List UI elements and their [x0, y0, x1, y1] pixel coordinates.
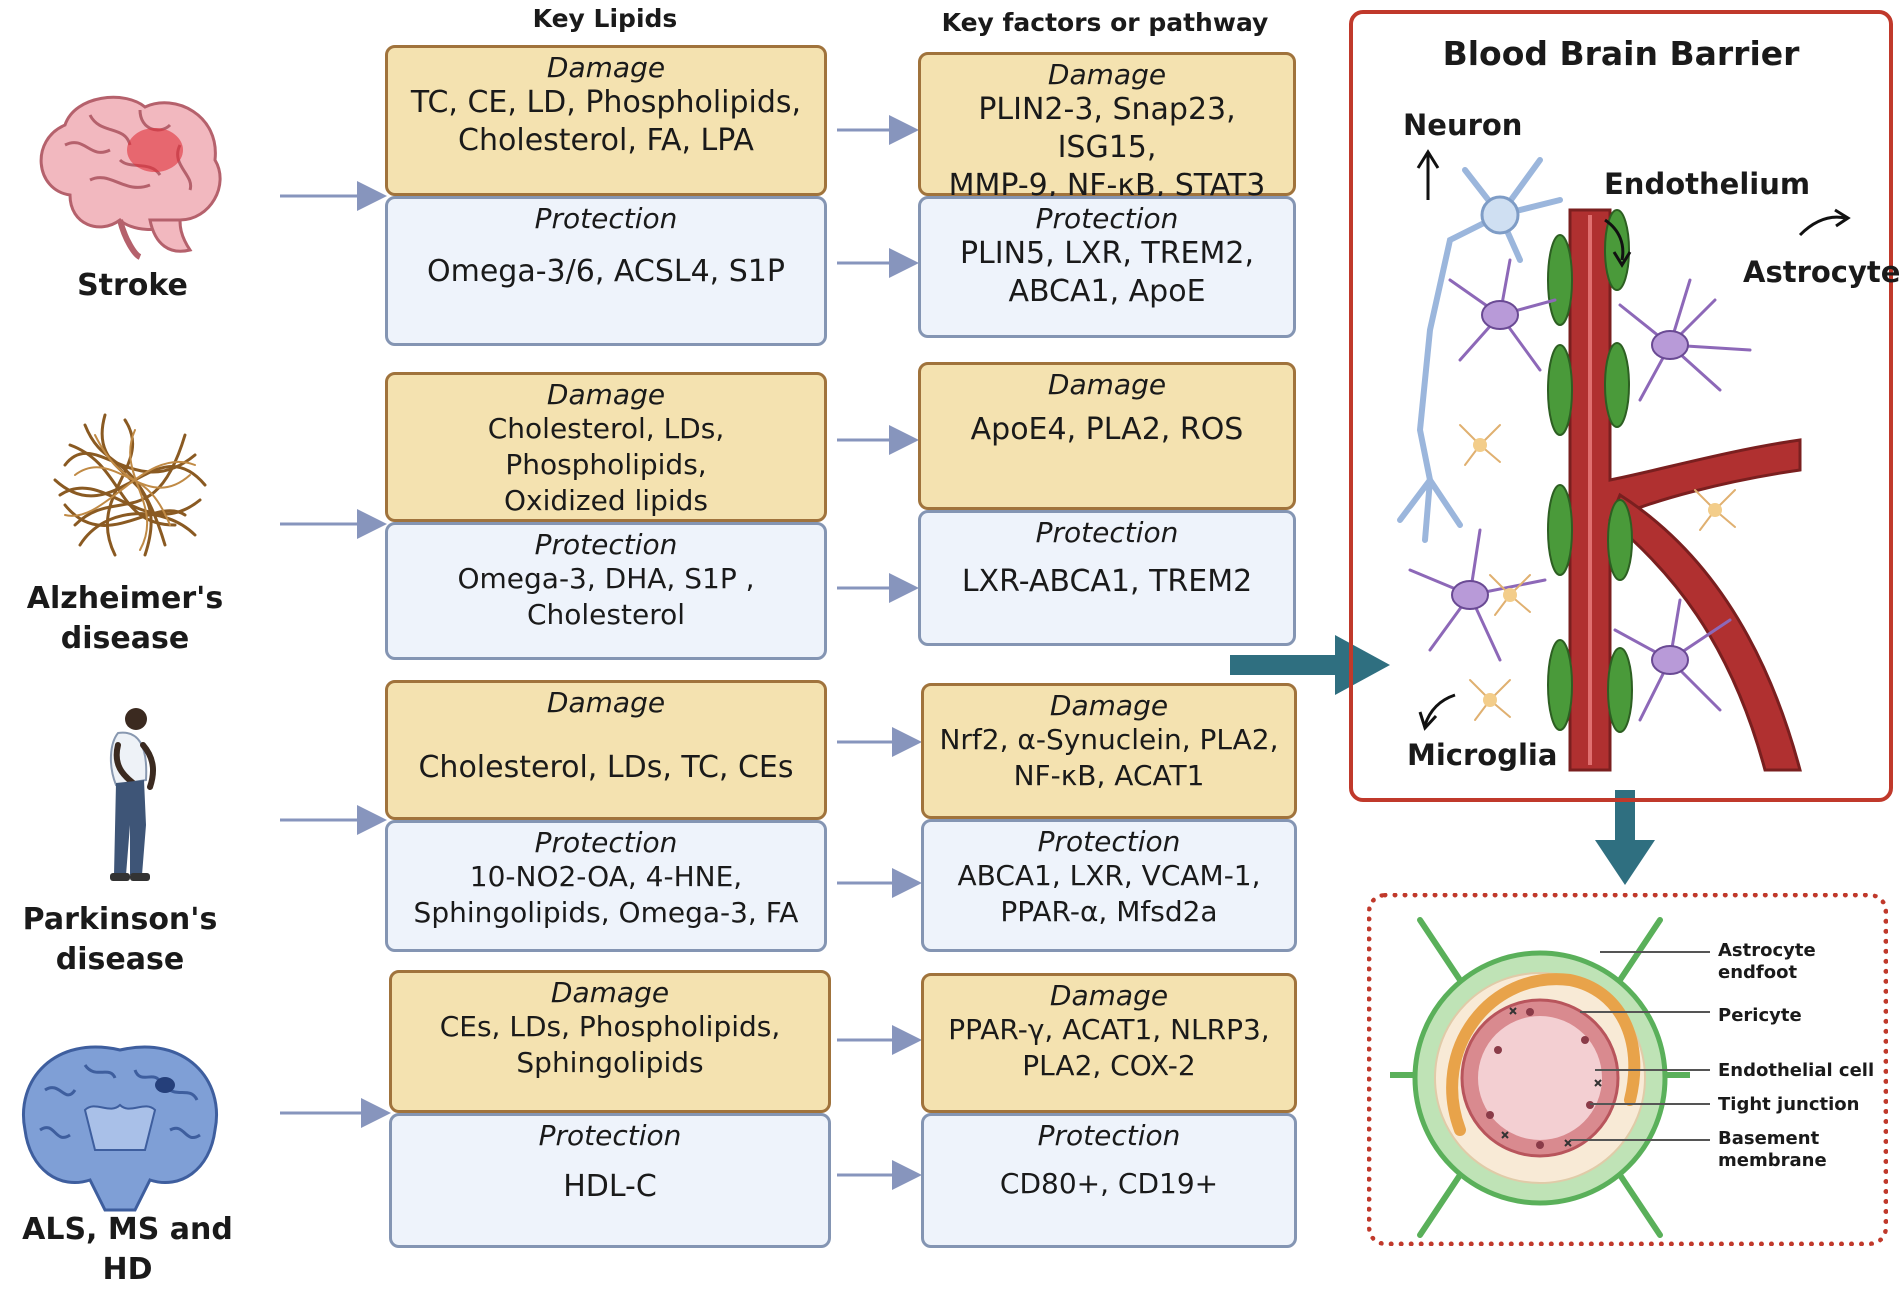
box-text: 10-NO2-OA, 4-HNE, Sphingolipids, Omega-3…: [413, 860, 799, 929]
box-heading: Protection: [1035, 516, 1179, 549]
big-arrow-down: [1595, 790, 1655, 885]
cs-label-pericyte: Pericyte: [1718, 1005, 1802, 1026]
bbb-illustration: [1397, 149, 1851, 772]
bbb-label-neuron: Neuron: [1403, 108, 1523, 142]
box-text: ApoE4, PLA2, ROS: [970, 412, 1244, 447]
box-text: Cholesterol, LDs, TC, CEs: [418, 750, 794, 785]
box-text: CEs, LDs, Phospholipids, Sphingolipids: [439, 1010, 781, 1079]
disease-label-parkinsons: Parkinson's disease: [22, 902, 218, 977]
box-text: HDL-C: [563, 1169, 657, 1204]
box-heading: Damage: [546, 378, 666, 411]
box-heading: Damage: [1049, 689, 1169, 722]
cs-label-tight-junction: Tight junction: [1718, 1094, 1860, 1115]
stroke-lipids-protection-box: Protection Omega-3/6, ACSL4, S1P: [385, 196, 827, 346]
parkinsons-factors-damage-box: Damage Nrf2, α-Synuclein, PLA2, NF-κB, A…: [921, 683, 1297, 819]
cs-label-astrocyte-endfoot: Astrocyte endfoot: [1718, 940, 1816, 983]
box-heading: Damage: [546, 51, 666, 84]
box-text: PLIN5, LXR, TREM2, ABCA1, ApoE: [959, 236, 1255, 309]
box-text: Cholesterol, LDs, Phospholipids, Oxidize…: [487, 412, 725, 517]
box-heading: Damage: [1049, 979, 1169, 1012]
parkinsons-lipids-protection-box: Protection 10-NO2-OA, 4-HNE, Sphingolipi…: [385, 820, 827, 952]
stroke-lipids-damage-box: Damage TC, CE, LD, Phospholipids, Choles…: [385, 45, 827, 196]
box-text: PPAR-γ, ACAT1, NLRP3, PLA2, COX-2: [948, 1013, 1270, 1082]
cross-section-leaders: [1570, 951, 1710, 1141]
bbb-label-endothelium: Endothelium: [1604, 167, 1811, 201]
box-heading: Damage: [1047, 368, 1167, 401]
box-heading: Damage: [546, 686, 666, 719]
box-heading: Protection: [534, 202, 678, 235]
bbb-label-microglia: Microglia: [1407, 738, 1558, 772]
stroke-factors-protection-box: Protection PLIN5, LXR, TREM2, ABCA1, Apo…: [918, 196, 1296, 338]
key-lipids-header: Key Lipids: [532, 4, 678, 33]
disease-label-alzheimers: Alzheimer's disease: [26, 581, 224, 656]
coronal-brain-icon: [22, 1045, 218, 1212]
bbb-label-astrocyte: Astrocyte: [1743, 255, 1901, 289]
alzheimers-lipids-protection-box: Protection Omega-3, DHA, S1P , Cholester…: [385, 522, 827, 660]
box-heading: Protection: [534, 826, 678, 859]
als-factors-protection-box: Protection CD80+, CD19+: [921, 1113, 1297, 1248]
parkinsons-lipids-damage-box: Damage Cholesterol, LDs, TC, CEs: [385, 680, 827, 820]
als-factors-damage-box: Damage PPAR-γ, ACAT1, NLRP3, PLA2, COX-2: [921, 973, 1297, 1113]
connector-arrows: [280, 115, 922, 1190]
cs-label-endothelial-cell: Endothelial cell: [1718, 1060, 1875, 1081]
alzheimers-factors-damage-box: Damage ApoE4, PLA2, ROS: [918, 362, 1296, 510]
disease-label-stroke: Stroke: [77, 268, 188, 303]
brain-icon: [39, 95, 222, 260]
box-heading: Protection: [534, 528, 678, 561]
box-heading: Protection: [1037, 825, 1181, 858]
key-factors-header: Key factors or pathway: [941, 8, 1269, 37]
als-lipids-damage-box: Damage CEs, LDs, Phospholipids, Sphingol…: [389, 970, 831, 1113]
cs-label-basement-membrane: Basement membrane: [1718, 1128, 1827, 1171]
bbb-title: Blood Brain Barrier: [1442, 34, 1800, 73]
als-lipids-protection-box: Protection HDL-C: [389, 1113, 831, 1248]
stroke-factors-damage-box: Damage PLIN2-3, Snap23, ISG15, MMP-9, NF…: [918, 52, 1296, 203]
box-text: LXR-ABCA1, TREM2: [961, 564, 1253, 599]
box-heading: Protection: [1037, 1119, 1181, 1152]
big-arrow-right: [1230, 635, 1390, 695]
box-heading: Protection: [1035, 202, 1179, 235]
box-heading: Damage: [550, 976, 670, 1009]
amyloid-plaque-icon: [53, 413, 207, 557]
box-text: Nrf2, α-Synuclein, PLA2, NF-κB, ACAT1: [939, 723, 1279, 792]
box-heading: Damage: [1047, 58, 1167, 91]
box-heading: Protection: [538, 1119, 682, 1152]
box-text: ABCA1, LXR, VCAM-1, PPAR-α, Mfsd2a: [957, 859, 1261, 928]
parkinsons-factors-protection-box: Protection ABCA1, LXR, VCAM-1, PPAR-α, M…: [921, 819, 1297, 952]
alzheimers-factors-protection-box: Protection LXR-ABCA1, TREM2: [918, 510, 1296, 646]
box-text: PLIN2-3, Snap23, ISG15, MMP-9, NF-κB, ST…: [948, 92, 1266, 203]
box-text: CD80+, CD19+: [999, 1167, 1219, 1200]
box-text: Omega-3, DHA, S1P , Cholesterol: [457, 562, 755, 631]
box-text: TC, CE, LD, Phospholipids, Cholesterol, …: [410, 85, 802, 158]
cross-section-panel: [1367, 893, 1888, 1246]
alzheimers-lipids-damage-box: Damage Cholesterol, LDs, Phospholipids, …: [385, 372, 827, 522]
box-text: Omega-3/6, ACSL4, S1P: [427, 254, 785, 289]
elderly-person-icon: [110, 708, 156, 881]
bbb-panel: [1349, 10, 1893, 802]
